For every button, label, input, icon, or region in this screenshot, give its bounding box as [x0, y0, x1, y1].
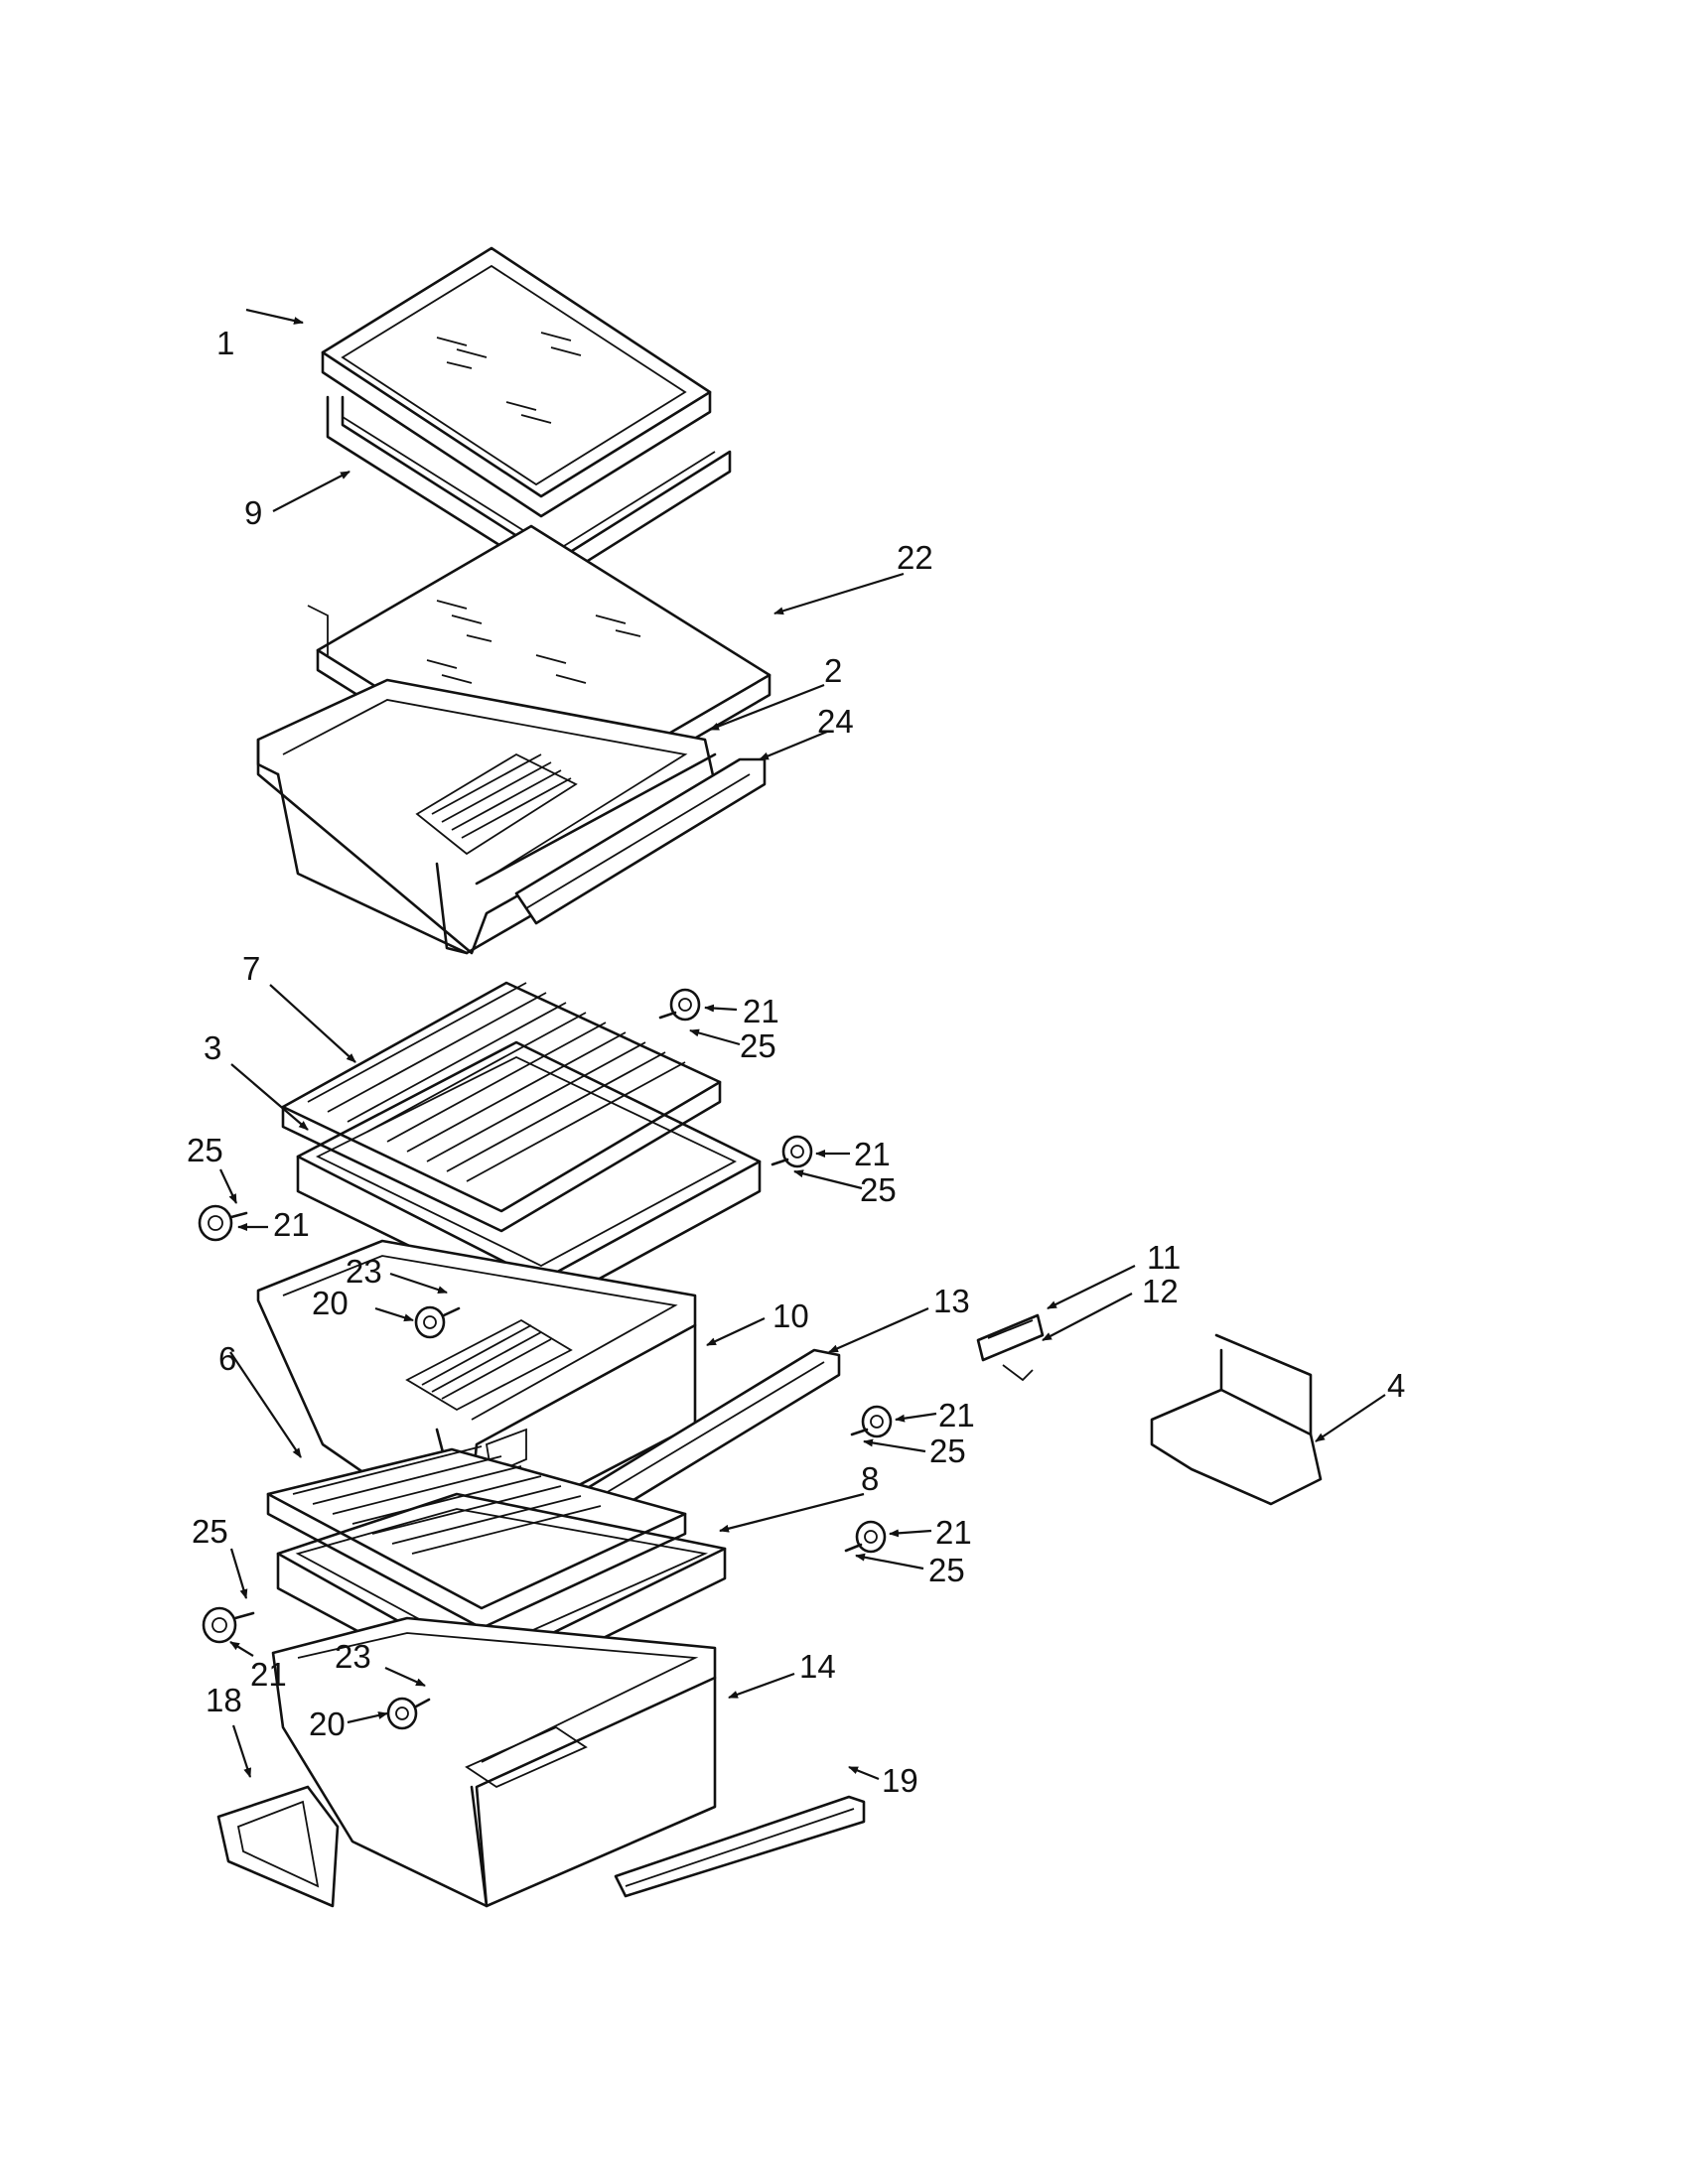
roller-20b-icon	[386, 1697, 431, 1730]
callout-12: 12	[1142, 1273, 1179, 1309]
callout-19: 19	[882, 1762, 918, 1799]
callout-20: 20	[309, 1706, 346, 1742]
callout-6: 6	[218, 1340, 236, 1377]
callout-2: 2	[824, 652, 842, 689]
callout-9: 9	[244, 494, 262, 531]
callout-18: 18	[206, 1682, 242, 1718]
part-4-holder	[1150, 1333, 1323, 1506]
part-7-ribbed-shelf	[281, 981, 722, 1233]
leader-lines	[219, 308, 1386, 1781]
callout-3: 3	[204, 1029, 221, 1066]
part-14-crisper-drawer	[271, 1616, 717, 1908]
callout-13: 13	[933, 1283, 970, 1319]
callout-1: 1	[216, 325, 234, 361]
hardware	[198, 988, 893, 1730]
callout-25: 25	[192, 1513, 228, 1550]
part-10-crisper-drawer	[256, 1239, 697, 1546]
roller-21c-icon	[198, 1204, 248, 1242]
callout-25: 25	[929, 1433, 966, 1469]
callout-25: 25	[928, 1552, 965, 1588]
roller-21e-icon	[844, 1520, 887, 1554]
callout-25: 25	[860, 1171, 897, 1208]
callout-21: 21	[938, 1397, 975, 1433]
part-19-drawer-handle	[614, 1795, 866, 1898]
callout-14: 14	[799, 1648, 836, 1685]
callout-25: 25	[740, 1027, 776, 1064]
part-13-drawer-handle	[584, 1348, 841, 1516]
callout-21: 21	[743, 993, 779, 1029]
callout-21: 21	[854, 1136, 891, 1172]
callout-25: 25	[187, 1132, 223, 1168]
callout-labels: 1 9 22 2 24 7 21 25 3 21 25 25 21 23 20 …	[187, 325, 1405, 1799]
part-18-panel	[216, 1785, 340, 1908]
callout-10: 10	[772, 1297, 809, 1334]
callout-8: 8	[861, 1460, 879, 1497]
part-11-12-bracket	[976, 1313, 1045, 1382]
roller-21d-icon	[850, 1405, 893, 1438]
part-2-crisper-drawer	[256, 678, 717, 955]
callout-21: 21	[250, 1656, 287, 1693]
callout-4: 4	[1387, 1367, 1405, 1404]
roller-21f-icon	[202, 1606, 255, 1644]
callout-23: 23	[346, 1253, 382, 1290]
callout-24: 24	[817, 703, 854, 740]
roller-21b-icon	[771, 1135, 813, 1168]
callout-21: 21	[273, 1206, 310, 1243]
part-24-drawer-handle	[514, 757, 767, 925]
callout-7: 7	[242, 950, 260, 987]
part-1-glass-shelf	[321, 246, 712, 518]
callout-21: 21	[935, 1514, 972, 1551]
callout-20: 20	[312, 1285, 349, 1321]
roller-21a-icon	[658, 988, 701, 1022]
callout-23: 23	[335, 1638, 371, 1675]
callout-11: 11	[1147, 1239, 1181, 1276]
roller-20a-icon	[414, 1305, 461, 1339]
callout-22: 22	[897, 539, 933, 576]
